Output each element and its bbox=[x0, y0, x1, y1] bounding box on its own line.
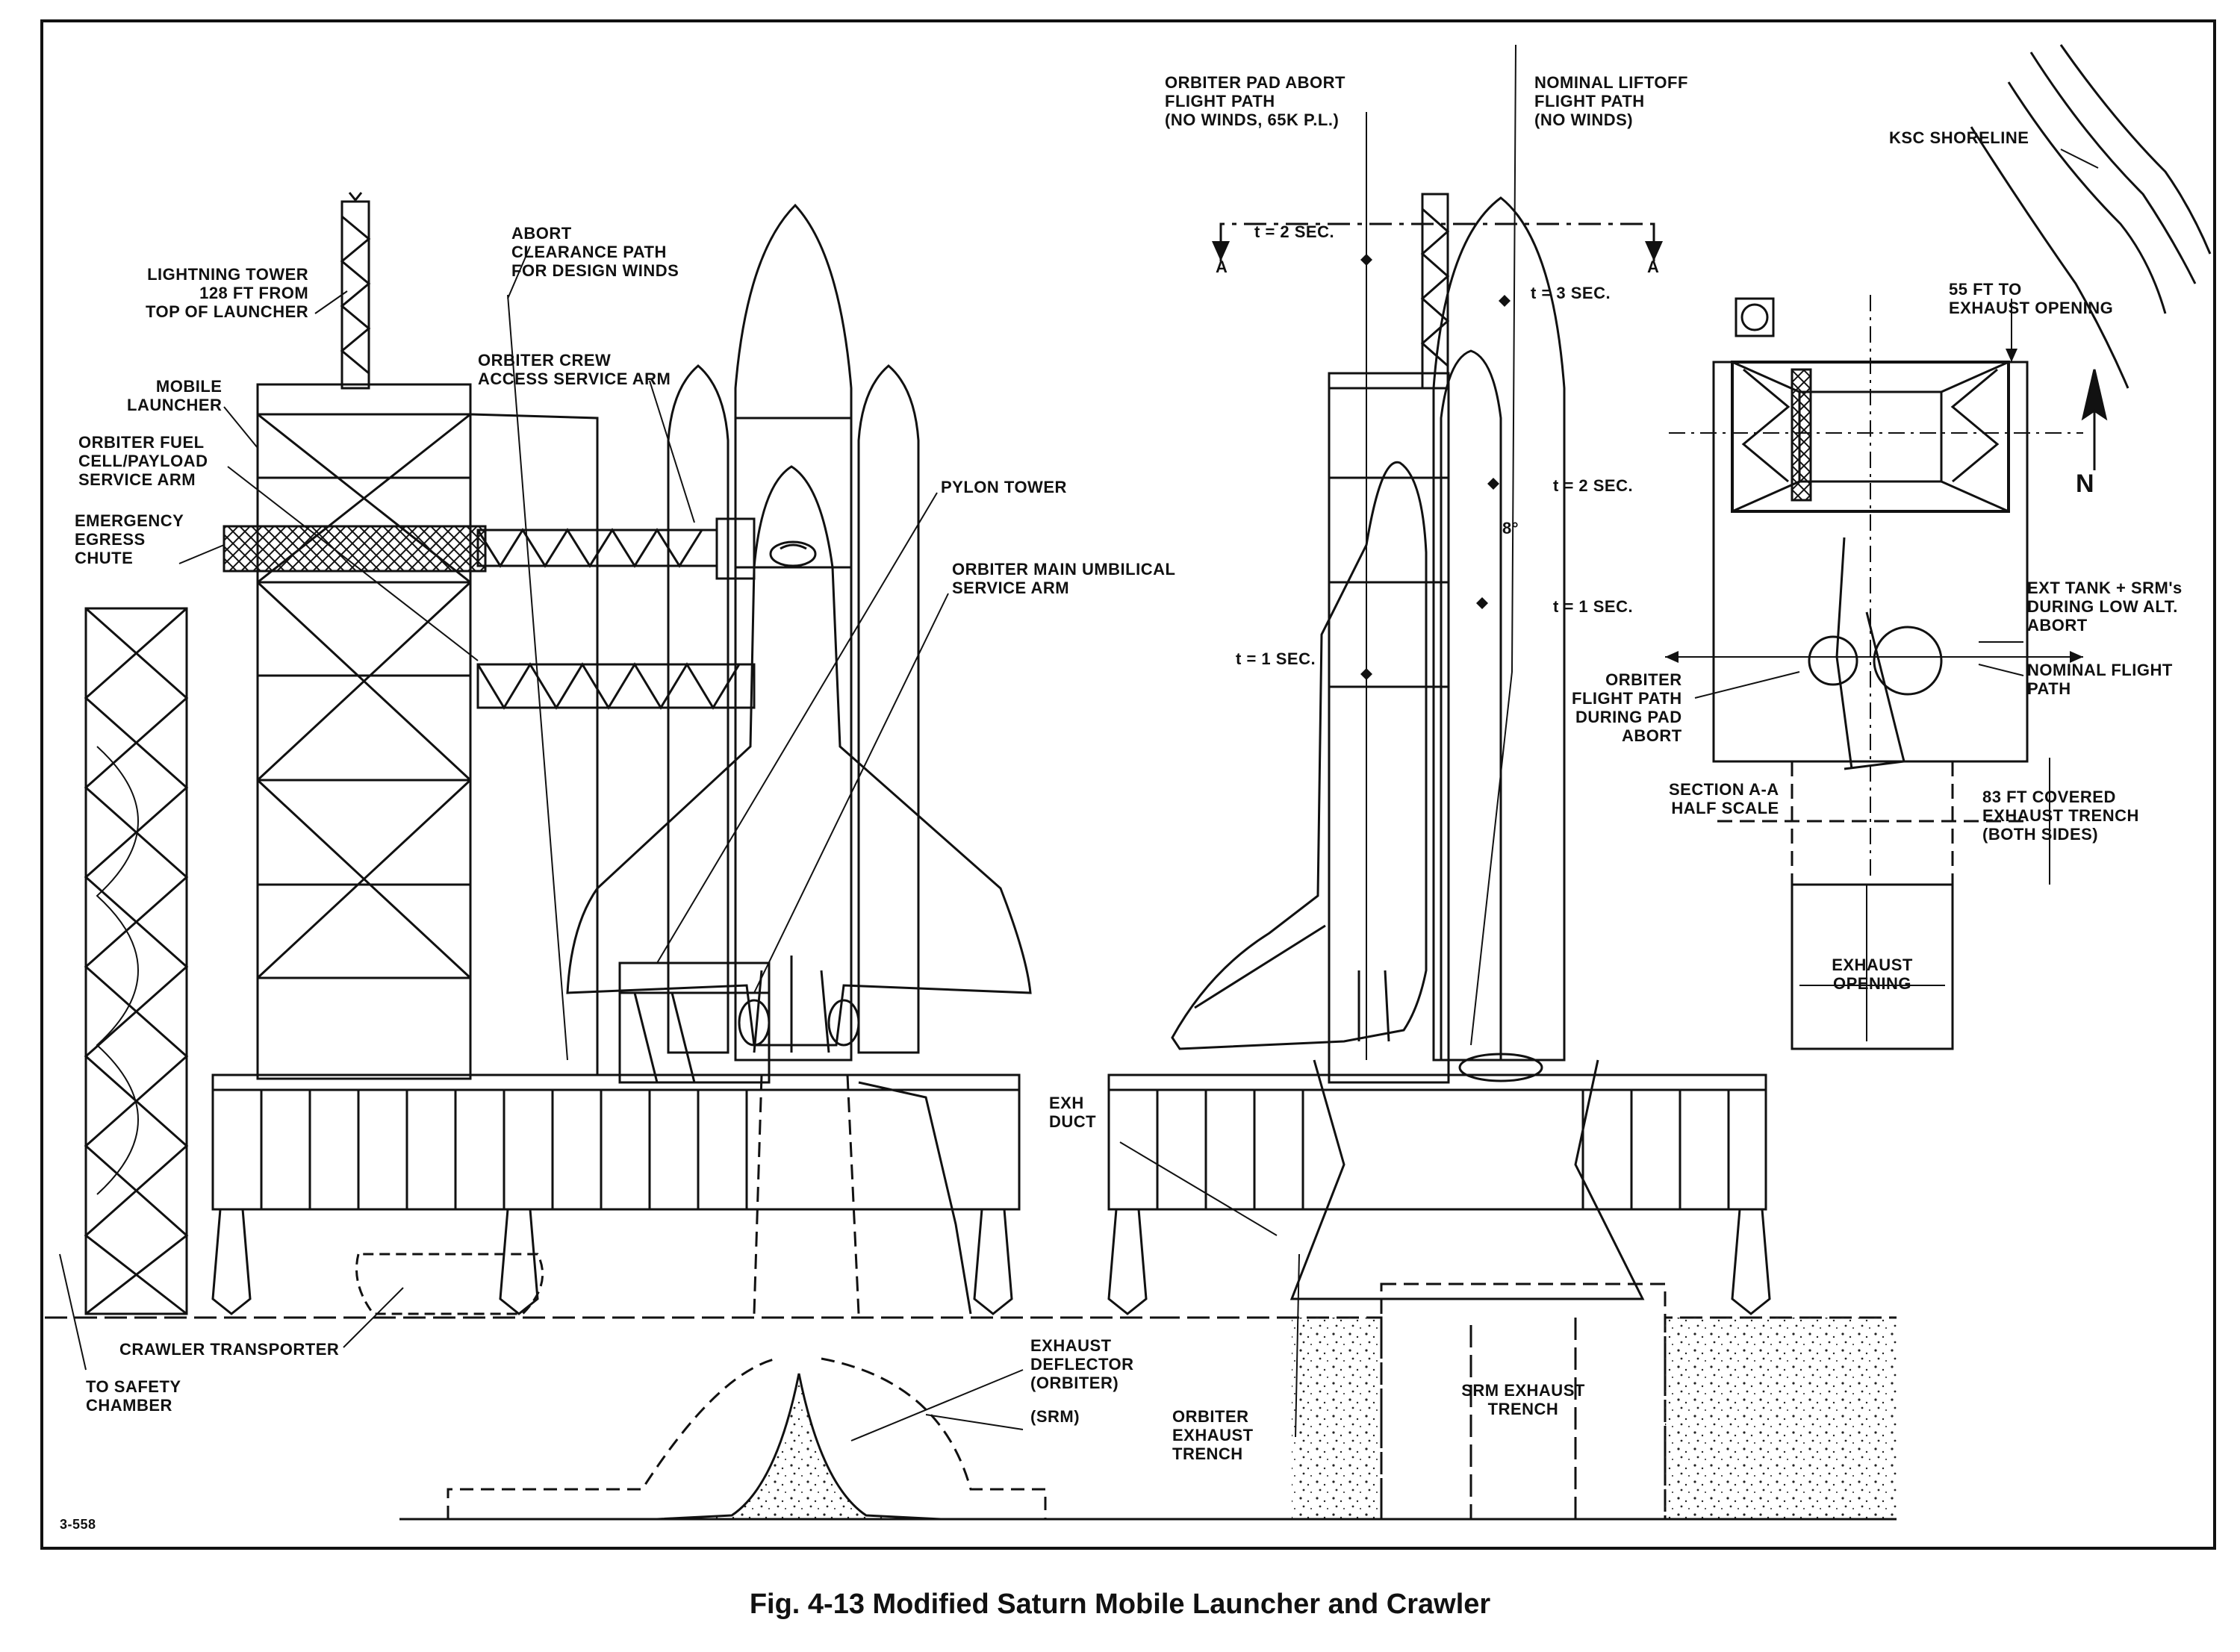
label-egress-chute: EMERGENCY EGRESS CHUTE bbox=[75, 511, 184, 567]
tower-middle bbox=[1329, 194, 1449, 1082]
label-srm-exhaust-trench: SRM EXHAUST TRENCH bbox=[1461, 1381, 1585, 1418]
nominal-liftoff-path-line bbox=[1471, 45, 1516, 1045]
label-fuel-cell-arm: ORBITER FUEL CELL/PAYLOAD SERVICE ARM bbox=[78, 433, 208, 489]
label-nominal-liftoff-path: NOMINAL LIFTOFF FLIGHT PATH (NO WINDS) bbox=[1534, 73, 1688, 129]
shoreline bbox=[1971, 45, 2210, 388]
launcher-platform-left bbox=[213, 1075, 1019, 1209]
pedestals-left bbox=[213, 1209, 1012, 1314]
label-lightning-tower: LIGHTNING TOWER 128 FT FROM TOP OF LAUNC… bbox=[146, 265, 309, 321]
crew-access-arm bbox=[478, 519, 754, 579]
label-abort-clearance: ABORT CLEARANCE PATH FOR DESIGN WINDS bbox=[511, 224, 679, 280]
label-nominal-flight-path: NOMINAL FLIGHT PATH bbox=[2027, 661, 2173, 698]
pylon-tower bbox=[620, 963, 769, 1082]
label-orbiter-exhaust-trench: ORBITER EXHAUST TRENCH bbox=[1172, 1407, 1254, 1463]
label-angle: 8° bbox=[1502, 519, 1519, 537]
label-main-umbilical: ORBITER MAIN UMBILICAL SERVICE ARM bbox=[952, 560, 1176, 597]
drawing-number: 3-558 bbox=[60, 1517, 96, 1532]
label-ksc-shoreline: KSC SHORELINE bbox=[1889, 128, 2029, 147]
main-umbilical-arm bbox=[478, 664, 754, 708]
label-north: N bbox=[2076, 470, 2095, 498]
external-tank-middle bbox=[1434, 198, 1564, 1060]
label-exhaust-opening-dist: 55 FT TO EXHAUST OPENING bbox=[1949, 280, 2114, 317]
label-ext-tank: EXT TANK + SRM's DURING LOW ALT. ABORT bbox=[2027, 579, 2183, 635]
label-mobile-launcher: MOBILE LAUNCHER bbox=[127, 377, 223, 414]
label-pad-abort-path: ORBITER PAD ABORT FLIGHT PATH (NO WINDS,… bbox=[1165, 73, 1345, 129]
fuel-cell-arm bbox=[224, 526, 485, 571]
crawler-transporter bbox=[357, 1254, 543, 1314]
label-t3: t = 3 SEC. bbox=[1531, 284, 1611, 302]
exhaust-deflector bbox=[657, 1374, 941, 1519]
label-srm: (SRM) bbox=[1030, 1407, 1080, 1426]
label-section-a2: A bbox=[1647, 258, 1660, 276]
egress-chute-tower bbox=[86, 608, 187, 1314]
label-t1-left: t = 1 SEC. bbox=[1236, 649, 1316, 668]
srb-middle bbox=[1441, 351, 1501, 1060]
label-exhaust-opening: EXHAUST OPENING bbox=[1832, 956, 1913, 993]
lightning-tower bbox=[342, 193, 369, 388]
label-pylon-tower: PYLON TOWER bbox=[941, 478, 1067, 496]
label-exh-duct: EXH DUCT bbox=[1049, 1094, 1097, 1131]
label-safety-chamber: TO SAFETY CHAMBER bbox=[86, 1377, 181, 1415]
label-covered-trench: 83 FT COVERED EXHAUST TRENCH (BOTH SIDES… bbox=[1982, 788, 2139, 844]
launcher-tower bbox=[258, 384, 597, 1079]
label-orbiter-flight-path: ORBITER FLIGHT PATH DURING PAD ABORT bbox=[1572, 670, 1682, 745]
label-t1-right: t = 1 SEC. bbox=[1553, 597, 1634, 616]
srb-left bbox=[668, 366, 728, 1053]
label-t2-left: t = 2 SEC. bbox=[1254, 222, 1335, 241]
orbiter-left bbox=[567, 467, 1030, 1053]
section-aa-plan bbox=[1665, 295, 2083, 1049]
label-crawler-transporter: CRAWLER TRANSPORTER bbox=[119, 1340, 340, 1359]
drawing-frame bbox=[42, 21, 2215, 1548]
label-crew-access-arm: ORBITER CREW ACCESS SERVICE ARM bbox=[478, 351, 671, 388]
label-t2-right: t = 2 SEC. bbox=[1553, 476, 1634, 495]
label-section-a1: A bbox=[1216, 258, 1228, 276]
srb-right bbox=[859, 366, 918, 1053]
label-section-aa: SECTION A-A HALF SCALE bbox=[1669, 780, 1779, 817]
orbiter-side-view bbox=[1172, 462, 1426, 1049]
launcher-platform-middle bbox=[1109, 1075, 1766, 1209]
figure-caption: Fig. 4-13 Modified Saturn Mobile Launche… bbox=[749, 1589, 1491, 1620]
label-exhaust-deflector: EXHAUST DEFLECTOR (ORBITER) bbox=[1030, 1336, 1134, 1392]
north-arrow-icon bbox=[2083, 370, 2106, 470]
